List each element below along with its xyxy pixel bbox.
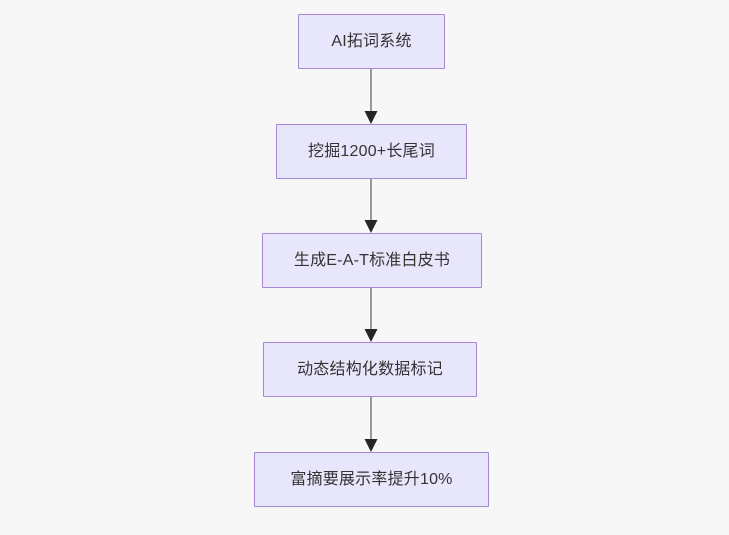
flow-node-label: 动态结构化数据标记 (297, 360, 443, 378)
flow-node-dynamic-structured-data-markup[interactable]: 动态结构化数据标记 (263, 342, 477, 397)
edge-node4-to-node5 (364, 397, 378, 452)
flow-node-ai-keyword-system[interactable]: AI拓词系统 (298, 14, 445, 69)
edge-node3-to-node4 (364, 288, 378, 342)
flow-node-mine-longtail-keywords[interactable]: 挖掘1200+长尾词 (276, 124, 467, 179)
edge-node1-to-node2 (364, 69, 378, 124)
flow-node-generate-eat-whitepaper[interactable]: 生成E-A-T标准白皮书 (262, 233, 482, 288)
flow-node-label: 生成E-A-T标准白皮书 (293, 251, 451, 269)
edge-node2-to-node3 (364, 179, 378, 233)
flow-node-label: 挖掘1200+长尾词 (308, 142, 435, 160)
flow-node-label: 富摘要展示率提升10% (290, 470, 453, 488)
flow-node-label: AI拓词系统 (331, 32, 412, 50)
flow-node-rich-snippet-rate-increase[interactable]: 富摘要展示率提升10% (254, 452, 489, 507)
